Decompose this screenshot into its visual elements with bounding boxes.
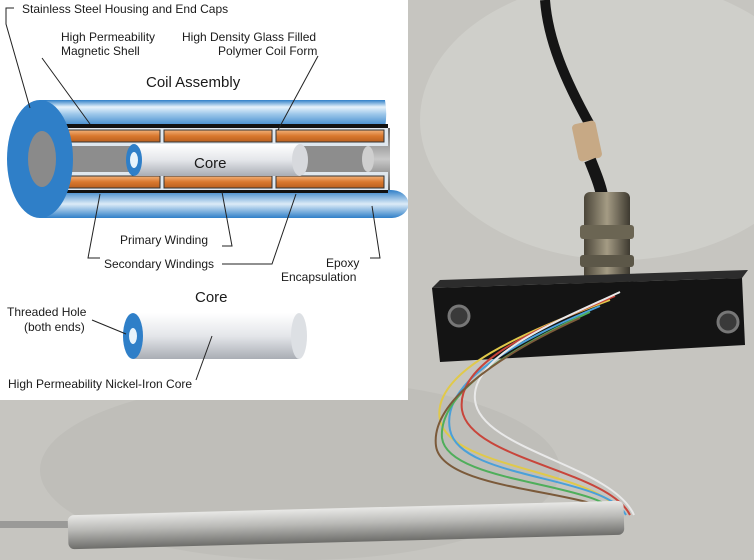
label-secondary: Secondary Windings [104, 258, 214, 271]
label-threaded-1: Threaded Hole [7, 306, 86, 319]
end-cap-bore [28, 131, 56, 187]
core-far-end [292, 144, 308, 176]
label-threaded-2: (both ends) [24, 321, 85, 334]
leader-housing [6, 8, 30, 108]
lvdt-diagram: Stainless Steel Housing and End Caps Hig… [0, 0, 408, 400]
label-shell-1: High Permeability [61, 31, 155, 44]
core-end-hole [130, 152, 138, 168]
bore-end [362, 146, 374, 172]
core-rod-detail [133, 313, 299, 359]
primary-winding [164, 130, 272, 142]
secondary-winding [276, 130, 384, 142]
label-core-inside: Core [194, 155, 227, 172]
secondary-winding [276, 176, 384, 188]
connector-ring [580, 225, 634, 239]
core-detail-far-end [291, 313, 307, 359]
diagram-graphics [0, 0, 408, 400]
label-shell-2: Magnetic Shell [61, 45, 140, 58]
probe-rod [0, 521, 75, 528]
label-primary: Primary Winding [120, 234, 208, 247]
block-hole [718, 312, 738, 332]
threaded-hole [129, 328, 137, 344]
primary-winding [164, 176, 272, 188]
label-epoxy-2: Encapsulation [281, 271, 356, 284]
label-coilform-2: Polymer Coil Form [218, 45, 317, 58]
label-housing: Stainless Steel Housing and End Caps [22, 3, 228, 16]
label-epoxy-1: Epoxy [326, 257, 359, 270]
label-nickel-core: High Permeability Nickel-Iron Core [8, 378, 192, 391]
label-coilform-1: High Density Glass Filled [182, 31, 316, 44]
heading-coil-assembly: Coil Assembly [146, 74, 240, 91]
housing-top [40, 100, 386, 128]
block-hole [449, 306, 469, 326]
leader-threaded [92, 320, 126, 334]
connector-ring [580, 255, 634, 267]
heading-core: Core [195, 289, 228, 306]
